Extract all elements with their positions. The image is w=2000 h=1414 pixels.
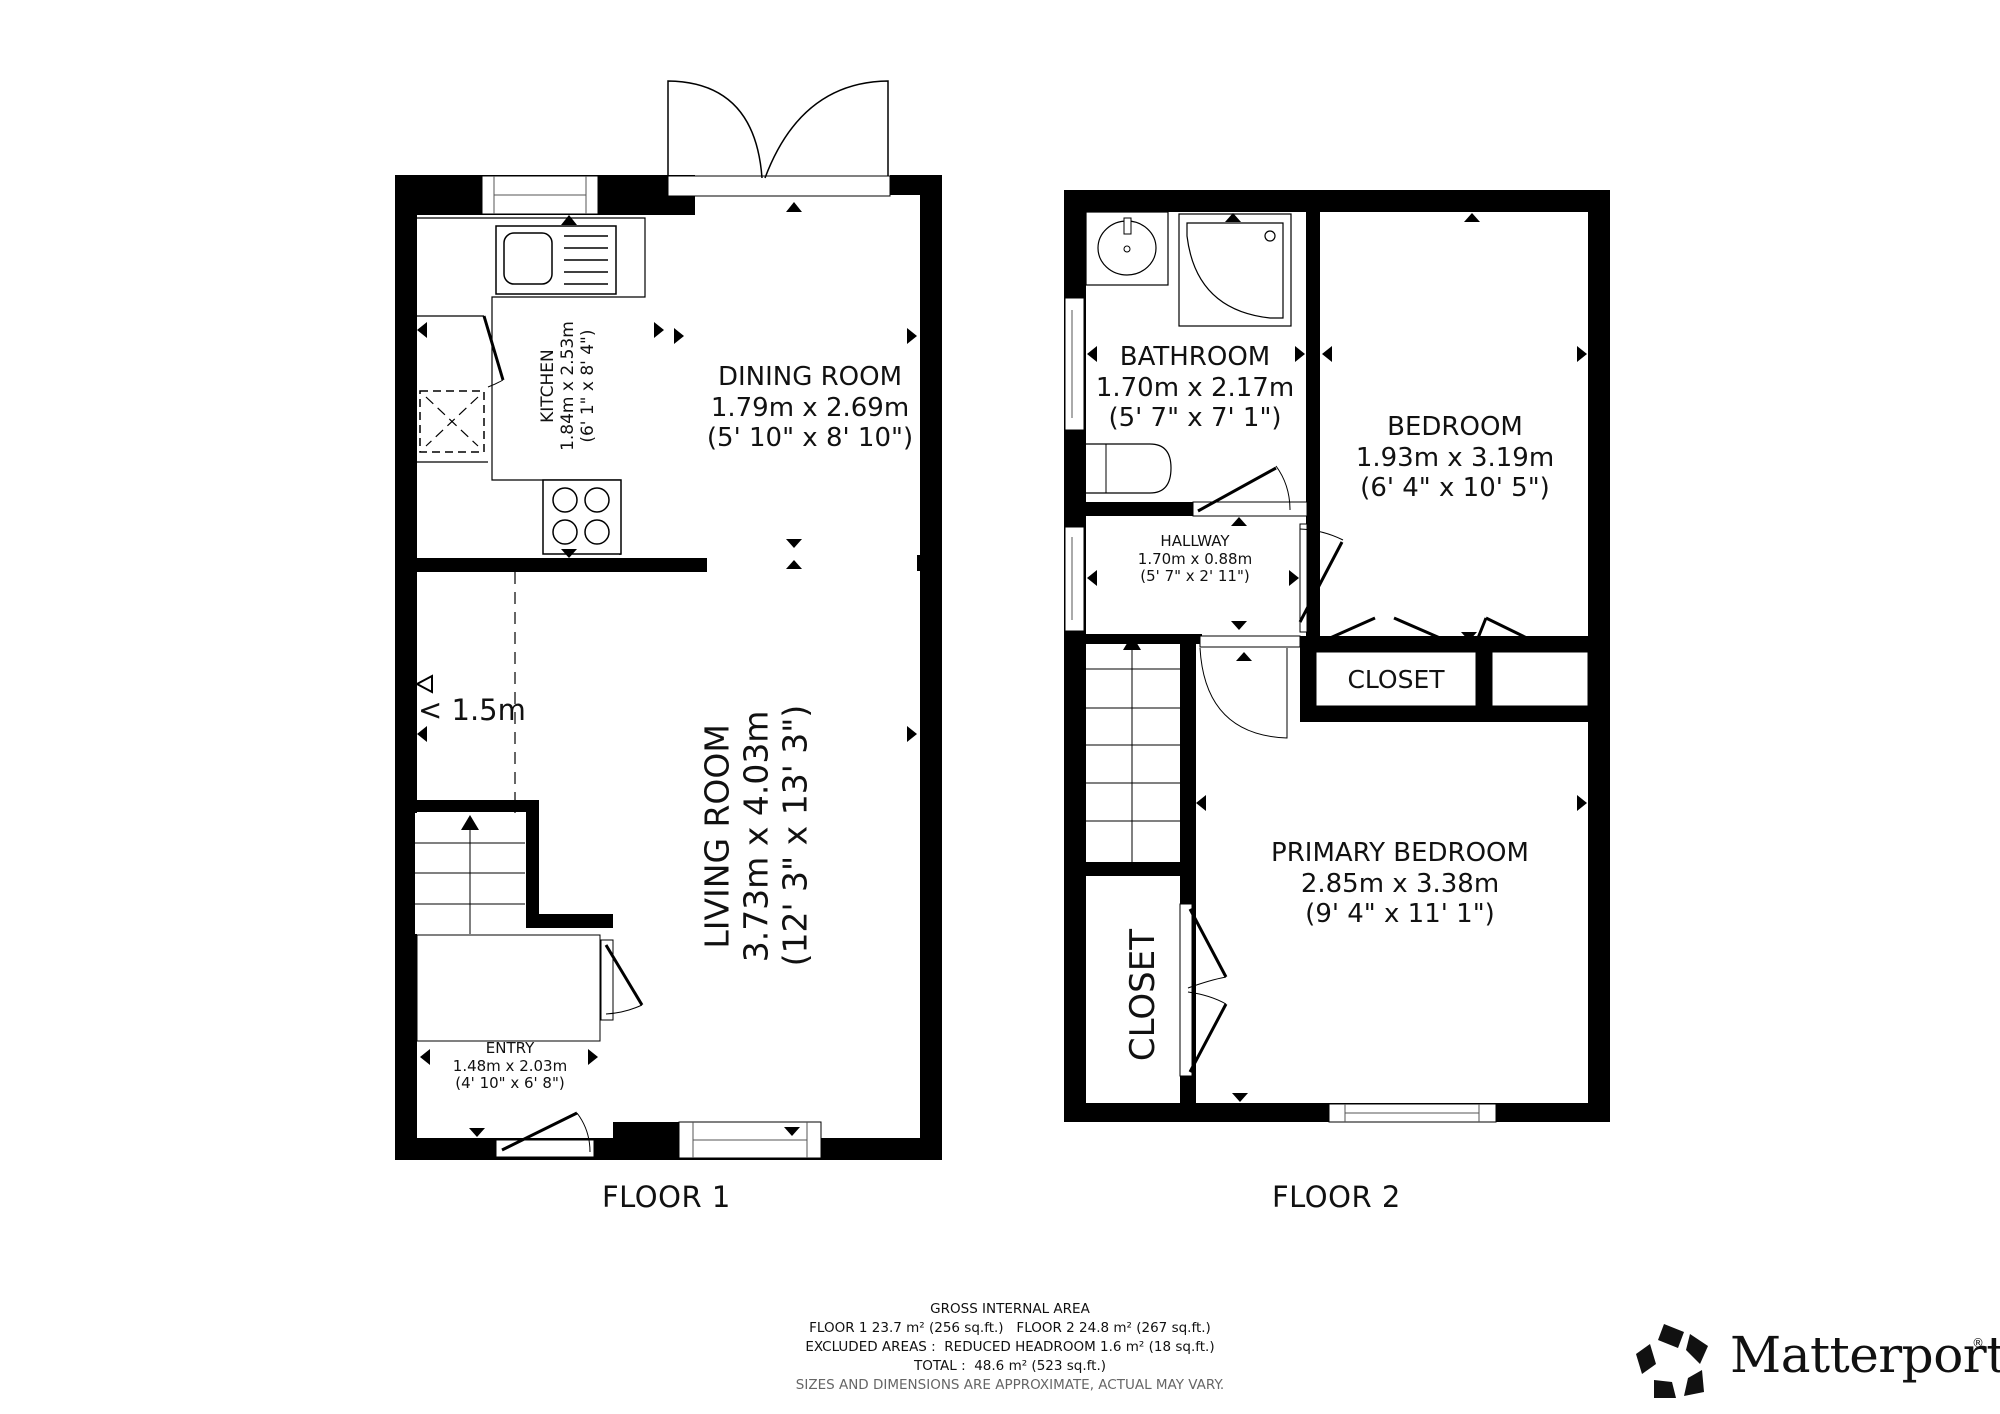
room-label-living-room: LIVING ROOM 3.73m x 4.03m (12' 3" x 13' … (697, 704, 816, 967)
matterport-logo-icon (1636, 1324, 1708, 1398)
room-label-closet-side: CLOSET (1123, 925, 1163, 1065)
room-label-bathroom: BATHROOM 1.70m x 2.17m (5' 7" x 7' 1") (1090, 342, 1300, 434)
area-disclaimer: SIZES AND DIMENSIONS ARE APPROXIMATE, AC… (795, 1377, 1225, 1393)
room-metric: 2.85m x 3.38m (1300, 868, 1500, 899)
room-label-kitchen: KITCHEN 1.84m x 2.53m (6' 1" x 8' 4") (538, 321, 598, 451)
room-name: CLOSET (1122, 929, 1163, 1062)
floor2-plan (1064, 190, 1610, 1123)
floor1-caption: FLOOR 1 (602, 1180, 731, 1214)
area-total-line: TOTAL : 48.6 m² (523 sq.ft.) (913, 1358, 1107, 1374)
room-imperial: (12' 3" x 13' 3") (775, 704, 815, 967)
room-label-closet-top: CLOSET (1318, 665, 1474, 695)
room-label-dining-room: DINING ROOM 1.79m x 2.69m (5' 10" x 8' 1… (680, 362, 940, 454)
room-metric: 1.93m x 3.19m (1355, 442, 1555, 473)
room-imperial: (5' 10" x 8' 10") (706, 423, 914, 454)
room-name: PRIMARY BEDROOM (1271, 838, 1529, 868)
room-imperial: (5' 7" x 2' 11") (1140, 567, 1250, 586)
room-label-hallway: HALLWAY 1.70m x 0.88m (5' 7" x 2' 11") (1100, 532, 1290, 586)
room-name: BATHROOM (1119, 342, 1271, 372)
room-metric: 1.70m x 0.88m (1137, 549, 1253, 568)
room-name: CLOSET (1347, 665, 1445, 694)
floor1-plan (395, 80, 942, 1160)
room-metric: 1.79m x 2.69m (710, 392, 910, 423)
brand-registered-mark: ® (1972, 1336, 1984, 1350)
floor2-caption: FLOOR 2 (1272, 1180, 1401, 1214)
brand-name: Matterport (1730, 1326, 2000, 1384)
matterport-brand: Matterport ® (1632, 1318, 2000, 1408)
room-metric: 1.84m x 2.53m (557, 321, 578, 451)
gross-internal-area-summary: GROSS INTERNAL AREA FLOOR 1 23.7 m² (256… (740, 1300, 1280, 1395)
room-imperial: (4' 10" x 6' 8") (455, 1074, 565, 1093)
room-imperial: (6' 1" x 8' 4") (578, 329, 599, 443)
room-name: BEDROOM (1387, 412, 1523, 442)
area-floors-line: FLOOR 1 23.7 m² (256 sq.ft.) FLOOR 2 24.… (809, 1320, 1211, 1336)
room-metric: 3.73m x 4.03m (736, 710, 776, 963)
area-title: GROSS INTERNAL AREA (930, 1301, 1090, 1317)
room-imperial: (6' 4" x 10' 5") (1360, 473, 1550, 504)
room-name: LIVING ROOM (697, 724, 737, 949)
room-imperial: (9' 4" x 11' 1") (1305, 899, 1495, 930)
area-excluded-line: EXCLUDED AREAS : REDUCED HEADROOM 1.6 m²… (805, 1339, 1215, 1355)
room-metric: 1.70m x 2.17m (1095, 372, 1295, 403)
room-name: DINING ROOM (717, 362, 903, 392)
room-label-bedroom: BEDROOM 1.93m x 3.19m (6' 4" x 10' 5") (1330, 412, 1580, 504)
room-imperial: (5' 7" x 7' 1") (1108, 403, 1282, 434)
room-label-primary-bedroom: PRIMARY BEDROOM 2.85m x 3.38m (9' 4" x 1… (1250, 838, 1550, 930)
room-label-entry: ENTRY 1.48m x 2.03m (4' 10" x 6' 8") (425, 1039, 595, 1093)
room-name: KITCHEN (537, 349, 558, 423)
room-name: HALLWAY (1160, 532, 1230, 550)
room-name: ENTRY (485, 1039, 535, 1057)
reduced-headroom-label: < 1.5m (418, 693, 526, 727)
room-metric: 1.48m x 2.03m (452, 1056, 568, 1075)
